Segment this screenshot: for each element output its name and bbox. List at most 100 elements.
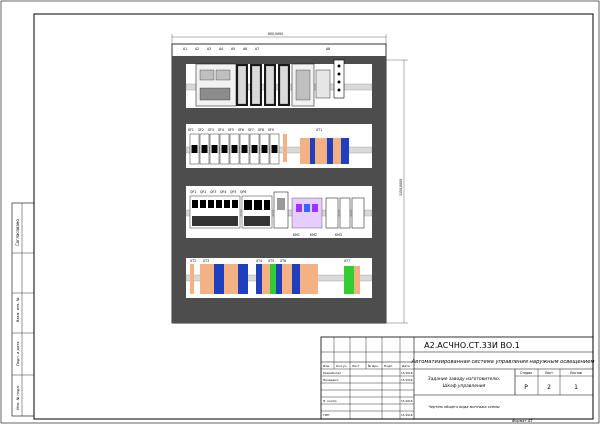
io-module-face <box>251 65 261 105</box>
callout-label: KM2 <box>310 233 317 237</box>
terminal-endstop <box>354 266 360 294</box>
document-code: А2.АСЧНО.СТ.33И ВО.1 <box>424 341 520 350</box>
contactor <box>254 200 262 210</box>
title-block: Изм. Кол.уч. Лист № Док. Подп. Дата Разр… <box>320 336 594 420</box>
terminal-screw <box>337 80 341 84</box>
row-1-controllers <box>195 59 345 107</box>
breaker-toggle <box>241 145 248 153</box>
role-label: Разработал <box>323 371 341 375</box>
callout-label: XT7 <box>344 259 350 263</box>
callout-label: SF6 <box>238 128 244 132</box>
breaker-toggle <box>216 200 222 208</box>
callout-label: SF3 <box>208 128 214 132</box>
control-cabinet: A1 A2 A3 A4 A5 A6 A7 A8 SF1 SF2 SF3 SF4 … <box>171 43 387 324</box>
row-2-breakers <box>189 133 349 165</box>
breaker-toggle <box>232 200 238 208</box>
breaker-toggle <box>251 145 258 153</box>
contactor-km-block <box>291 197 323 229</box>
breaker-toggle <box>224 200 230 208</box>
callout-label: XT3 <box>203 259 209 263</box>
header-cell: Подп. <box>384 364 393 368</box>
date-value: 15.2016 <box>401 378 413 382</box>
title-block-frame <box>320 336 594 420</box>
breaker-toggle <box>191 145 198 153</box>
side-stamp: Согласовано Взам. инв. № Подп. и дата Ин… <box>11 202 35 417</box>
terminal-blue <box>256 264 262 294</box>
terminal-grey <box>315 138 327 164</box>
callout-label: XT6 <box>280 259 286 263</box>
callout-label: QF4 <box>220 190 226 194</box>
sheets-value: 1 <box>574 384 578 391</box>
controller-module-face <box>237 65 247 105</box>
breaker-toggle <box>221 145 228 153</box>
callout-label: QF1 <box>190 190 196 194</box>
date-value: 15.2016 <box>401 413 413 417</box>
terminal-blue <box>341 138 349 164</box>
header-cell: Изм. <box>323 364 330 368</box>
callout-label: A4 <box>219 47 223 51</box>
sheet-value: 2 <box>547 384 551 391</box>
contactor <box>244 200 252 210</box>
relay-km <box>325 197 339 229</box>
callout-label: SF5 <box>228 128 234 132</box>
stamp-sign-date-text: Подп. и дата <box>16 342 20 366</box>
callout-label: SF9 <box>268 128 274 132</box>
role-label: Н. контр. <box>323 399 337 403</box>
subtitle-line-1: Задание заводу изготовителю. <box>428 376 500 382</box>
terminal-block-xt1 <box>300 138 349 164</box>
breaker-toggle <box>201 145 208 153</box>
dimension-lines: 600,0000 1150,0000 <box>171 32 408 324</box>
row-4-terminals <box>190 264 360 294</box>
callout-label: A2 <box>195 47 199 51</box>
header-cell: Лист <box>352 364 360 368</box>
callout-label: SF4 <box>218 128 224 132</box>
terminal-screw <box>337 88 341 92</box>
stamp-replace-inv-text: Взам. инв. № <box>16 297 20 322</box>
callout-label: KM1 <box>293 233 300 237</box>
io-module-face <box>265 65 275 105</box>
terminal-blue <box>276 264 282 294</box>
row-3-contactors <box>189 191 365 229</box>
header-cell: Дата <box>402 364 410 368</box>
breaker-toggle <box>211 145 218 153</box>
sheet-description: Чертеж общего вида монтажа схемы <box>428 405 499 409</box>
breaker-toggle <box>231 145 238 153</box>
date-value: 15.2016 <box>401 371 413 375</box>
terminal-grey <box>262 264 270 294</box>
contactor-terminals <box>244 216 270 226</box>
terminal-grey <box>200 264 214 294</box>
km-indicator <box>304 204 310 212</box>
terminal-blue <box>310 138 315 164</box>
relay-face <box>277 198 285 210</box>
breaker-toggle <box>200 200 206 208</box>
callout-label: SF7 <box>248 128 254 132</box>
terminal-grey <box>224 264 238 294</box>
terminal-screw <box>337 72 341 76</box>
terminal-grey <box>300 138 310 164</box>
callout-label: XT1 <box>316 128 322 132</box>
callout-label: QF3 <box>210 190 216 194</box>
callout-label: XT5 <box>268 259 274 263</box>
cable-channel-3 <box>172 238 386 258</box>
height-dimension-label: 1150,0000 <box>399 179 403 196</box>
terminal-grey <box>333 138 341 164</box>
callout-label: A7 <box>255 47 259 51</box>
km-indicator <box>312 204 318 212</box>
terminal-grey <box>300 264 318 294</box>
top-cable-channel <box>172 56 386 64</box>
antenna-terminal <box>333 59 345 99</box>
terminal-blue <box>214 264 224 294</box>
comm-module-face <box>295 69 311 101</box>
breaker-toggle <box>271 145 278 153</box>
side-stamp-frame <box>11 202 35 417</box>
breaker-toggle <box>261 145 268 153</box>
psu-terminal-block <box>199 69 215 81</box>
terminal-pe <box>344 266 354 294</box>
header-cell: № Док. <box>368 364 379 368</box>
stage-label: Стадия <box>520 371 532 375</box>
callout-label: SF1 <box>188 128 194 132</box>
terminal-blue <box>327 138 333 164</box>
stage-value: Р <box>524 384 528 391</box>
terminal-endstop <box>190 264 194 294</box>
psu-front-panel <box>199 87 231 101</box>
